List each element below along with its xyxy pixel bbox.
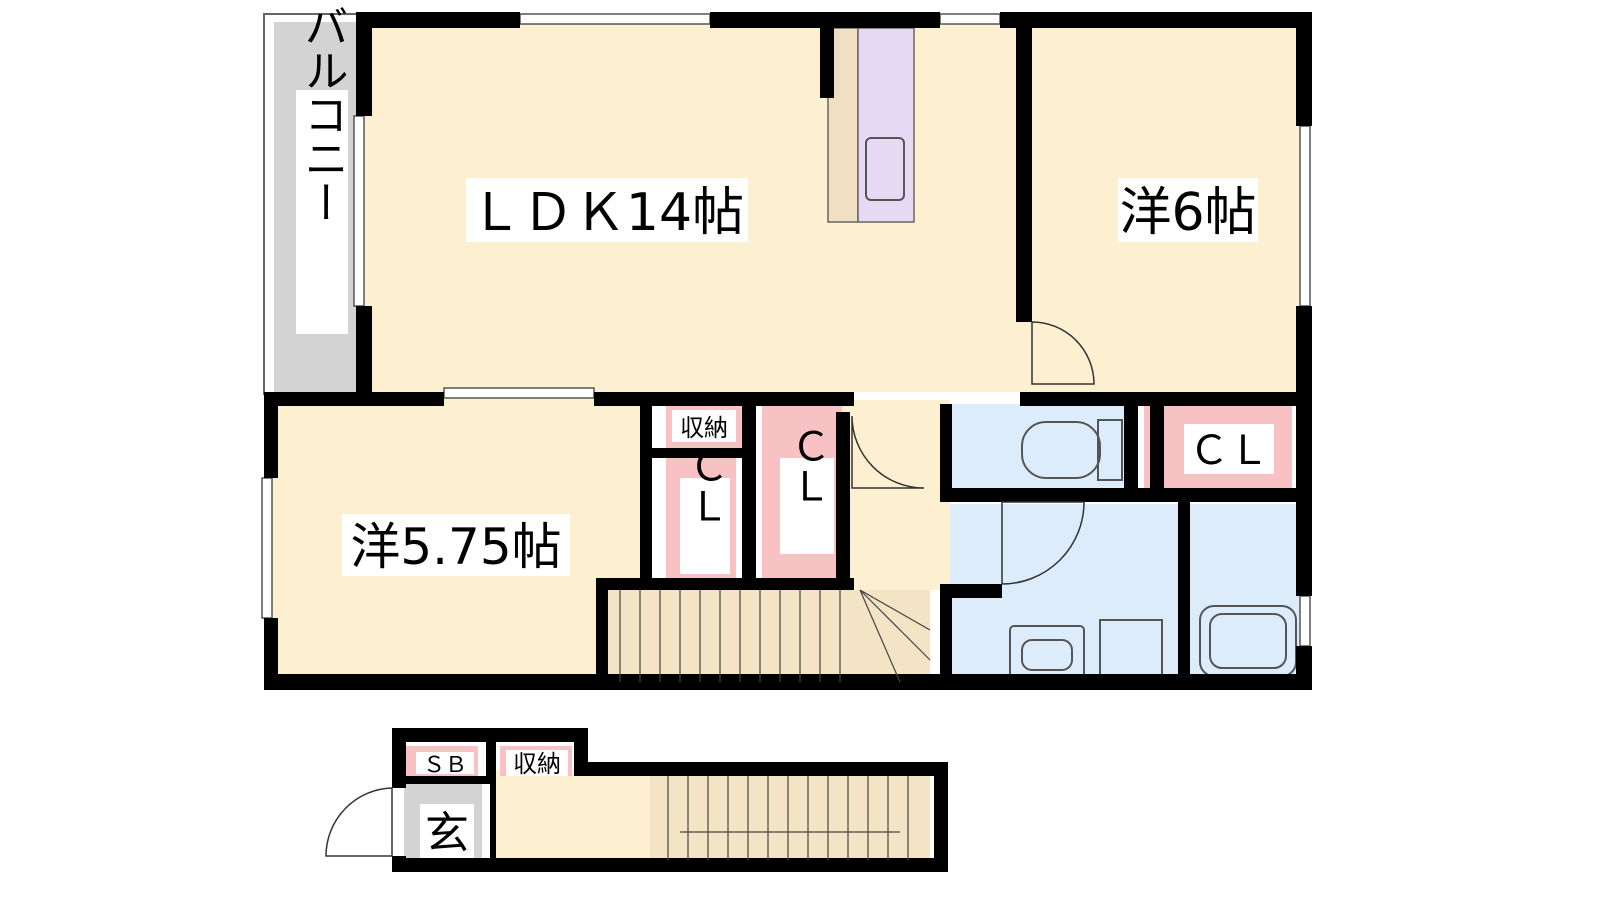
door-toilet bbox=[851, 415, 925, 489]
western-575-label: 洋5.75帖 bbox=[350, 518, 561, 576]
stairs-upper bbox=[602, 590, 930, 682]
shuno-upper-label-bg bbox=[672, 410, 736, 442]
stair-treads-lower bbox=[667, 776, 909, 860]
balcony-label: バルコニー bbox=[297, 4, 348, 224]
hall-lower-floor bbox=[490, 770, 650, 870]
window-western575-top bbox=[443, 387, 595, 399]
cl-east-label-bg bbox=[1184, 424, 1274, 474]
ldk-label: ＬＤＫ14帖 bbox=[470, 183, 744, 243]
bathroom-floor bbox=[1186, 504, 1302, 684]
doors bbox=[325, 321, 1095, 857]
shuno-upper-label: 収納 bbox=[680, 414, 728, 442]
cl-west-label-bg bbox=[680, 478, 730, 574]
shuno-lower-label-bg bbox=[506, 750, 568, 776]
window-ldk-west bbox=[353, 115, 365, 307]
shuno-lower-label: 収納 bbox=[513, 750, 561, 778]
door-entrance bbox=[325, 787, 393, 857]
windows bbox=[261, 13, 1311, 647]
shoe-box-label: ＳＢ bbox=[423, 753, 467, 778]
cl-east-label: ＣＬ bbox=[1189, 428, 1269, 474]
cl-center-label-bg bbox=[780, 458, 834, 554]
kitchen-sink bbox=[865, 137, 905, 201]
western-6-label: 洋6帖 bbox=[1119, 183, 1256, 243]
western-6-label-bg bbox=[1118, 178, 1258, 242]
wash-basin-bowl bbox=[1021, 639, 1073, 671]
ldk-label-bg bbox=[466, 178, 748, 242]
balcony-label-bg bbox=[296, 90, 348, 334]
western-575-label-bg bbox=[342, 514, 570, 576]
window-bath-east bbox=[1299, 595, 1311, 647]
toilet-tank bbox=[1097, 419, 1123, 481]
window-western6-east bbox=[1299, 125, 1311, 307]
shoe-box-label-bg bbox=[416, 752, 474, 774]
walls bbox=[264, 12, 1312, 872]
door-washroom bbox=[1001, 501, 1085, 585]
window-ldk-top bbox=[519, 13, 711, 25]
entrance-label-bg bbox=[420, 804, 474, 858]
toilet-fixture bbox=[1021, 421, 1101, 479]
door-western6 bbox=[1031, 321, 1095, 385]
entrance-label: 玄 bbox=[425, 808, 469, 859]
cl-center-label: ＣＬ bbox=[784, 426, 830, 506]
cl-west-label: ＣＬ bbox=[682, 446, 728, 526]
stairs-lower bbox=[650, 776, 930, 870]
bathtub-inner bbox=[1209, 613, 1287, 669]
stair-treads-upper bbox=[619, 589, 931, 683]
window-ldk-top-small bbox=[939, 13, 1001, 25]
window-western575-west bbox=[261, 477, 273, 619]
